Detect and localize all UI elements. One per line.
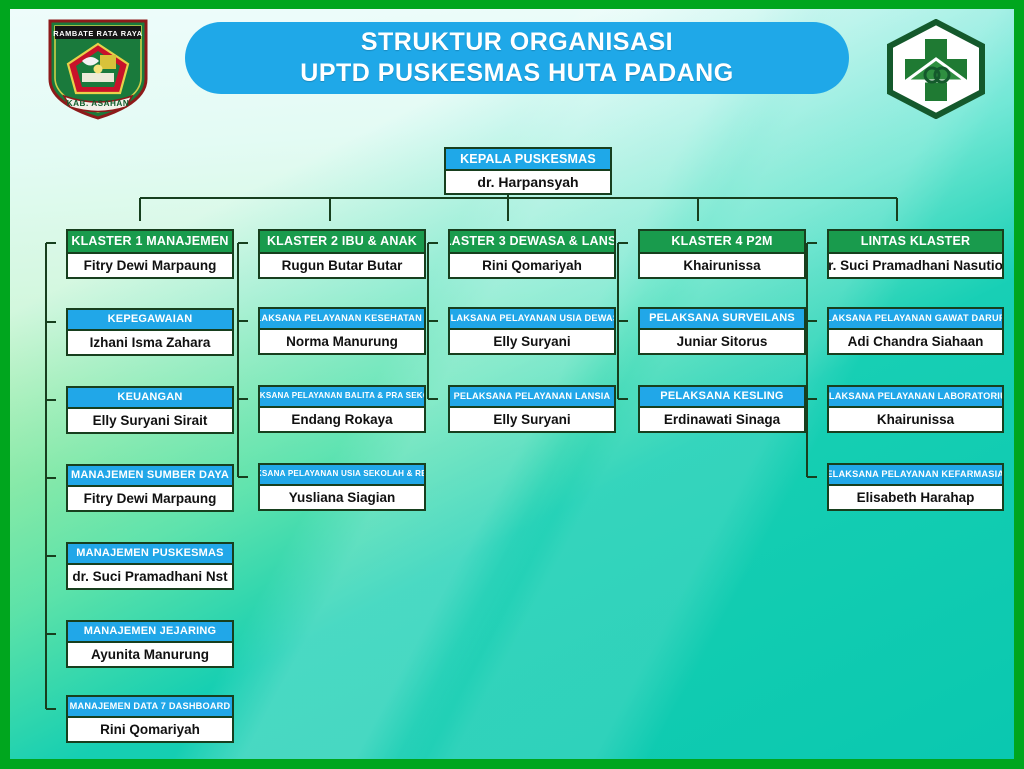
node-person: Elly Suryani [450, 406, 614, 431]
node-person: Fitry Dewi Marpaung [68, 252, 232, 277]
node-person: dr. Harpansyah [446, 169, 610, 193]
node-person: Rini Qomariyah [450, 252, 614, 277]
title-line-1: STRUKTUR ORGANISASI [360, 28, 674, 56]
node-person: Elisabeth Harahap [829, 484, 1002, 509]
node-person: Elly Suryani Sirait [68, 407, 232, 432]
node-person: Yusliana Siagian [260, 484, 424, 509]
node-title: MANAJEMEN PUSKESMAS [68, 544, 232, 563]
node-title: PELAKSANA PELAYANAN BALITA & PRA SEKOLAH [260, 387, 424, 406]
node-title: KLASTER 4 P2M [640, 231, 804, 252]
page-title: STRUKTUR ORGANISASI UPTD PUSKESMAS HUTA … [185, 22, 849, 94]
node-person: dr. Suci Pramadhani Nasution [829, 252, 1002, 277]
node-title: KLASTER 2 IBU & ANAK [260, 231, 424, 252]
kabupaten-asahan-emblem-icon: RAMBATE RATA RAYA KAB. ASAHAN [42, 17, 154, 121]
svg-text:KAB. ASAHAN: KAB. ASAHAN [67, 99, 130, 108]
node-pelayanan-usia-dewasa[interactable]: PELAKSANA PELAYANAN USIA DEWASA Elly Sur… [448, 307, 616, 355]
node-title: MANAJEMEN DATA 7 DASHBOARD [68, 697, 232, 716]
node-manajemen-sumber-daya[interactable]: MANAJEMEN SUMBER DAYA Fitry Dewi Marpaun… [66, 464, 234, 512]
node-title: PELAKSANA PELAYANAN KESEHATAN IBU [260, 309, 424, 328]
node-pelayanan-lansia[interactable]: PELAKSANA PELAYANAN LANSIA Elly Suryani [448, 385, 616, 433]
node-manajemen-puskesmas[interactable]: MANAJEMEN PUSKESMAS dr. Suci Pramadhani … [66, 542, 234, 590]
node-title: KEPEGAWAIAN [68, 310, 232, 329]
node-title: PELAKSANA KESLING [640, 387, 804, 406]
node-person: Izhani Isma Zahara [68, 329, 232, 354]
node-klaster-2[interactable]: KLASTER 2 IBU & ANAK Rugun Butar Butar [258, 229, 426, 279]
node-kepegawaian[interactable]: KEPEGAWAIAN Izhani Isma Zahara [66, 308, 234, 356]
node-title: KLASTER 1 MANAJEMEN [68, 231, 232, 252]
node-person: Ayunita Manurung [68, 641, 232, 666]
poster-canvas: RAMBATE RATA RAYA KAB. ASAHAN STRUKTUR O… [10, 9, 1014, 759]
node-klaster-3[interactable]: KLASTER 3 DEWASA & LANSIA Rini Qomariyah [448, 229, 616, 279]
node-title: PELAKSANA PELAYANAN KEFARMASIAN [829, 465, 1002, 484]
poster-header: RAMBATE RATA RAYA KAB. ASAHAN STRUKTUR O… [10, 9, 1014, 127]
node-title: MANAJEMEN SUMBER DAYA [68, 466, 232, 485]
node-pelayanan-usia-sekolah-remaja[interactable]: PELAKSANA PELAYANAN USIA SEKOLAH & REMAJ… [258, 463, 426, 511]
node-title: MANAJEMEN JEJARING [68, 622, 232, 641]
node-pelaksana-kesling[interactable]: PELAKSANA KESLING Erdinawati Sinaga [638, 385, 806, 433]
node-person: dr. Suci Pramadhani Nst [68, 563, 232, 588]
node-person: Adi Chandra Siahaan [829, 328, 1002, 353]
node-pelayanan-laboratorium[interactable]: PELAKSANA PELAYANAN LABORATORIUM Khairun… [827, 385, 1004, 433]
node-klaster-4[interactable]: KLASTER 4 P2M Khairunissa [638, 229, 806, 279]
node-title: KEUANGAN [68, 388, 232, 407]
node-title: KLASTER 3 DEWASA & LANSIA [450, 231, 614, 252]
node-person: Elly Suryani [450, 328, 614, 353]
node-keuangan[interactable]: KEUANGAN Elly Suryani Sirait [66, 386, 234, 434]
node-pelayanan-kefarmasian[interactable]: PELAKSANA PELAYANAN KEFARMASIAN Elisabet… [827, 463, 1004, 511]
node-pelayanan-balita-pra-sekolah[interactable]: PELAKSANA PELAYANAN BALITA & PRA SEKOLAH… [258, 385, 426, 433]
node-title: PELAKSANA PELAYANAN USIA SEKOLAH & REMAJ… [260, 465, 424, 484]
node-person: Endang Rokaya [260, 406, 424, 431]
node-person: Khairunissa [829, 406, 1002, 431]
node-manajemen-data-dashboard[interactable]: MANAJEMEN DATA 7 DASHBOARD Rini Qomariya… [66, 695, 234, 743]
puskesmas-logo-icon [882, 18, 990, 120]
node-pelayanan-kesehatan-ibu[interactable]: PELAKSANA PELAYANAN KESEHATAN IBU Norma … [258, 307, 426, 355]
node-title: KEPALA PUSKESMAS [446, 149, 610, 169]
node-kepala-puskesmas[interactable]: KEPALA PUSKESMAS dr. Harpansyah [444, 147, 612, 195]
node-person: Rini Qomariyah [68, 716, 232, 741]
node-person: Khairunissa [640, 252, 804, 277]
node-person: Norma Manurung [260, 328, 424, 353]
node-person: Fitry Dewi Marpaung [68, 485, 232, 510]
node-pelaksana-surveilans[interactable]: PELAKSANA SURVEILANS Juniar Sitorus [638, 307, 806, 355]
node-person: Juniar Sitorus [640, 328, 804, 353]
svg-text:RAMBATE RATA RAYA: RAMBATE RATA RAYA [53, 29, 143, 38]
title-line-2: UPTD PUSKESMAS HUTA PADANG [300, 59, 734, 87]
node-title: PELAKSANA PELAYANAN LANSIA [450, 387, 614, 406]
node-title: PELAKSANA PELAYANAN GAWAT DARURAT [829, 309, 1002, 328]
node-manajemen-jejaring[interactable]: MANAJEMEN JEJARING Ayunita Manurung [66, 620, 234, 668]
node-title: PELAKSANA PELAYANAN USIA DEWASA [450, 309, 614, 328]
node-klaster-1[interactable]: KLASTER 1 MANAJEMEN Fitry Dewi Marpaung [66, 229, 234, 279]
node-title: LINTAS KLASTER [829, 231, 1002, 252]
node-person: Rugun Butar Butar [260, 252, 424, 277]
node-lintas-klaster[interactable]: LINTAS KLASTER dr. Suci Pramadhani Nasut… [827, 229, 1004, 279]
node-pelayanan-gawat-darurat[interactable]: PELAKSANA PELAYANAN GAWAT DARURAT Adi Ch… [827, 307, 1004, 355]
org-chart: KEPALA PUSKESMAS dr. Harpansyah KLASTER … [10, 9, 1014, 759]
node-person: Erdinawati Sinaga [640, 406, 804, 431]
node-title: PELAKSANA PELAYANAN LABORATORIUM [829, 387, 1002, 406]
node-title: PELAKSANA SURVEILANS [640, 309, 804, 328]
